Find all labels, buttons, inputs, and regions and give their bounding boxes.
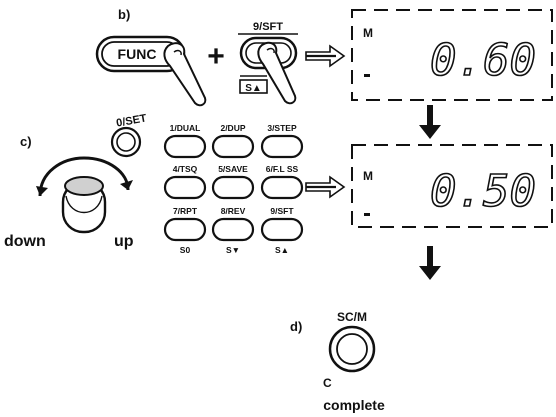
step-d-label: d) xyxy=(290,319,302,334)
dial-down-label: down xyxy=(4,233,46,250)
keypad-label: 5/SAVE xyxy=(218,164,248,174)
right-arrow-icon xyxy=(305,44,346,68)
keypad-label: 7/RPT xyxy=(173,206,198,216)
complete-caption: complete xyxy=(323,397,385,413)
scm-key-label: SC/M xyxy=(337,310,367,324)
scm-button[interactable] xyxy=(328,325,376,373)
tuning-dial[interactable] xyxy=(36,156,133,234)
keypad-label: S0 xyxy=(180,245,191,255)
lcd-frequency-value: 0.50 xyxy=(430,166,536,217)
lcd-display-b: M 0.60 xyxy=(351,9,553,101)
key-2-dup[interactable] xyxy=(211,134,255,159)
scm-key-side-label: C xyxy=(323,376,332,390)
key-5-save[interactable] xyxy=(211,175,255,200)
key-7-rpt[interactable] xyxy=(163,217,207,242)
keypad-label: 2/DUP xyxy=(220,123,245,133)
keypad-label: 8/REV xyxy=(221,206,246,216)
keypad-label: 1/DUAL xyxy=(170,123,201,133)
keypad: 1/DUAL 2/DUP 3/STEP 4/TSQ 5/SAVE 6/F.L S… xyxy=(163,123,304,255)
dial-up-label: up xyxy=(114,233,134,250)
finger-icon xyxy=(257,41,297,105)
keypad-label: 6/F.L SS xyxy=(266,164,299,174)
plus-sign: + xyxy=(207,40,225,73)
lcd-mode-indicator: M xyxy=(363,26,373,40)
shift-key-bottom-label: S▲ xyxy=(245,83,262,94)
func-key-label: FUNC xyxy=(118,46,157,62)
step-b-label: b) xyxy=(118,7,130,22)
key-8-rev[interactable] xyxy=(211,217,255,242)
finger-icon xyxy=(163,42,207,107)
keypad-label: S▲ xyxy=(275,245,289,255)
down-arrow-icon xyxy=(419,105,441,139)
key-4-tsq[interactable] xyxy=(163,175,207,200)
lcd-mode-indicator: M xyxy=(363,169,373,183)
keypad-label: 3/STEP xyxy=(267,123,297,133)
lcd-display-c: M 0.50 xyxy=(351,144,553,228)
key-9-sft[interactable] xyxy=(260,217,304,242)
key-1-dual[interactable] xyxy=(163,134,207,159)
set-button[interactable] xyxy=(110,126,142,158)
shift-key-top-label: 9/SFT xyxy=(253,21,283,33)
set-knob-label: 0/SET xyxy=(115,112,147,129)
keypad-label: 4/TSQ xyxy=(173,164,198,174)
down-arrow-icon xyxy=(419,246,441,280)
keypad-label: S▼ xyxy=(226,245,240,255)
key-6-fl[interactable] xyxy=(260,175,304,200)
right-arrow-icon xyxy=(305,175,346,199)
step-c-label: c) xyxy=(20,134,32,149)
key-3-step[interactable] xyxy=(260,134,304,159)
lcd-frequency-value: 0.60 xyxy=(430,35,536,86)
keypad-label: 9/SFT xyxy=(270,206,294,216)
